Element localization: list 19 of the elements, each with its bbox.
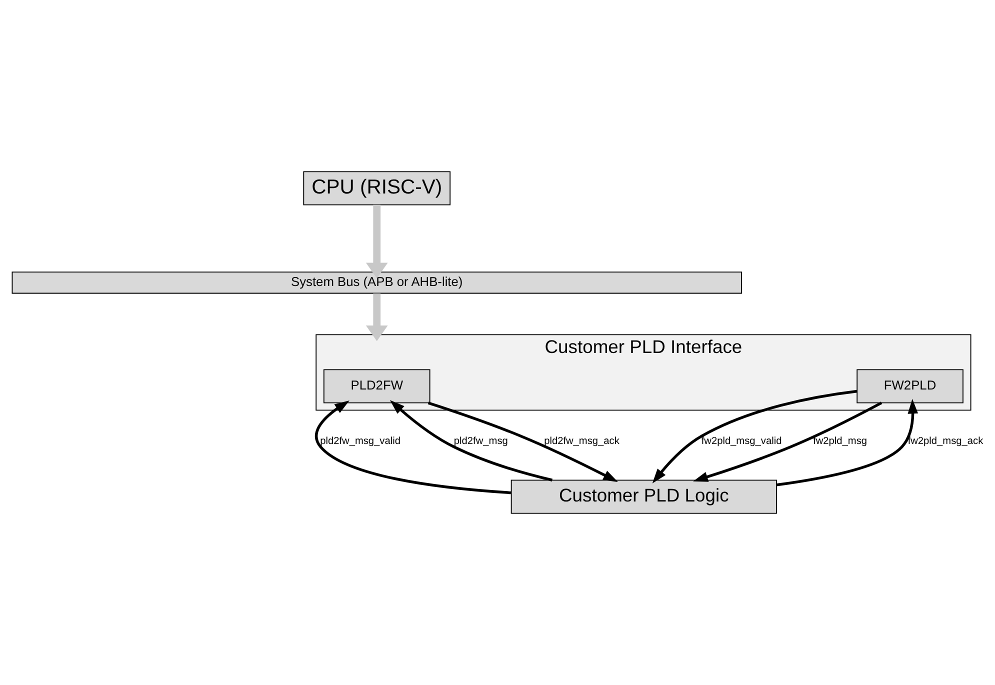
edge-label: fw2pld_msg — [813, 436, 868, 448]
arrow — [428, 402, 618, 482]
arrow — [314, 400, 512, 494]
edge-label: pld2fw_msg_ack — [544, 436, 620, 448]
node-box: System Bus (APB or AHB-lite) — [12, 272, 742, 294]
node-box: Customer PLD Logic — [510, 480, 777, 514]
edge-label: pld2fw_msg — [454, 436, 508, 448]
node-box: FW2PLD — [856, 369, 964, 404]
arrow — [776, 398, 918, 486]
node-box: CPU (RISC-V) — [303, 171, 451, 206]
arrow — [366, 293, 388, 342]
edge-label: pld2fw_msg_valid — [320, 436, 400, 448]
edge-label: fw2pld_msg_ack — [908, 436, 984, 448]
arrow — [390, 400, 553, 482]
node-box: PLD2FW — [323, 369, 430, 404]
edge-label: fw2pld_msg_valid — [701, 436, 782, 448]
arrow — [693, 402, 882, 482]
arrow — [652, 390, 858, 484]
arrow — [366, 204, 388, 278]
